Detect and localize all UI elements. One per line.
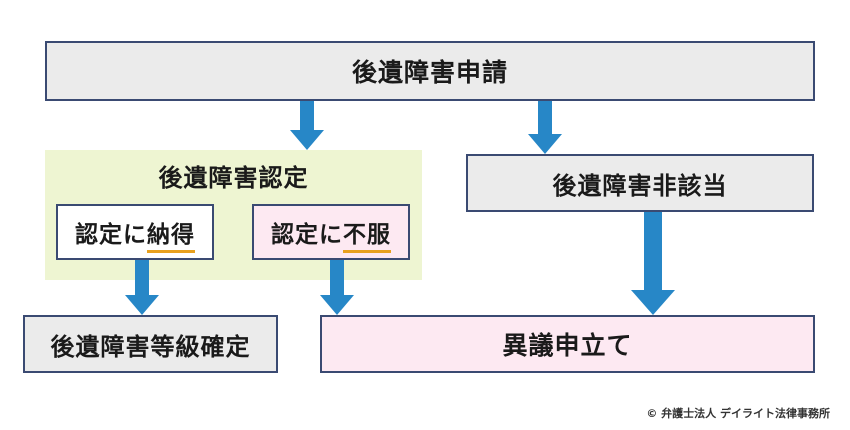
- apply-label: 後遺障害申請: [351, 58, 508, 87]
- accept-emphasis: 納得: [147, 215, 195, 253]
- apply-box: 後遺障害申請: [45, 41, 815, 101]
- objection-label: 異議申立て: [502, 331, 633, 360]
- accept-box: 認定に納得: [56, 204, 214, 260]
- dispute-box: 認定に不服: [252, 204, 410, 260]
- not-applicable-box: 後遺障害非該当: [466, 154, 814, 212]
- grade-confirmed-box: 後遺障害等級確定: [23, 315, 278, 373]
- arrow-apply-to-not-applicable: [528, 101, 562, 154]
- objection-box: 異議申立て: [320, 315, 815, 373]
- arrow-accept-to-grade: [125, 260, 159, 315]
- arrow-dispute-to-objection: [320, 260, 354, 315]
- recognized-title: 後遺障害認定: [158, 164, 309, 192]
- dispute-prefix: 認定に: [271, 222, 343, 248]
- grade-confirmed-label: 後遺障害等級確定: [50, 332, 251, 361]
- arrow-not-applicable-to-objection: [631, 212, 675, 315]
- dispute-emphasis: 不服: [343, 215, 391, 253]
- accept-prefix: 認定に: [75, 222, 147, 248]
- copyright-credit: © 弁護士法人 デイライト法律事務所: [646, 407, 830, 420]
- arrow-apply-to-recognized: [290, 101, 324, 150]
- not-applicable-label: 後遺障害非該当: [552, 171, 728, 200]
